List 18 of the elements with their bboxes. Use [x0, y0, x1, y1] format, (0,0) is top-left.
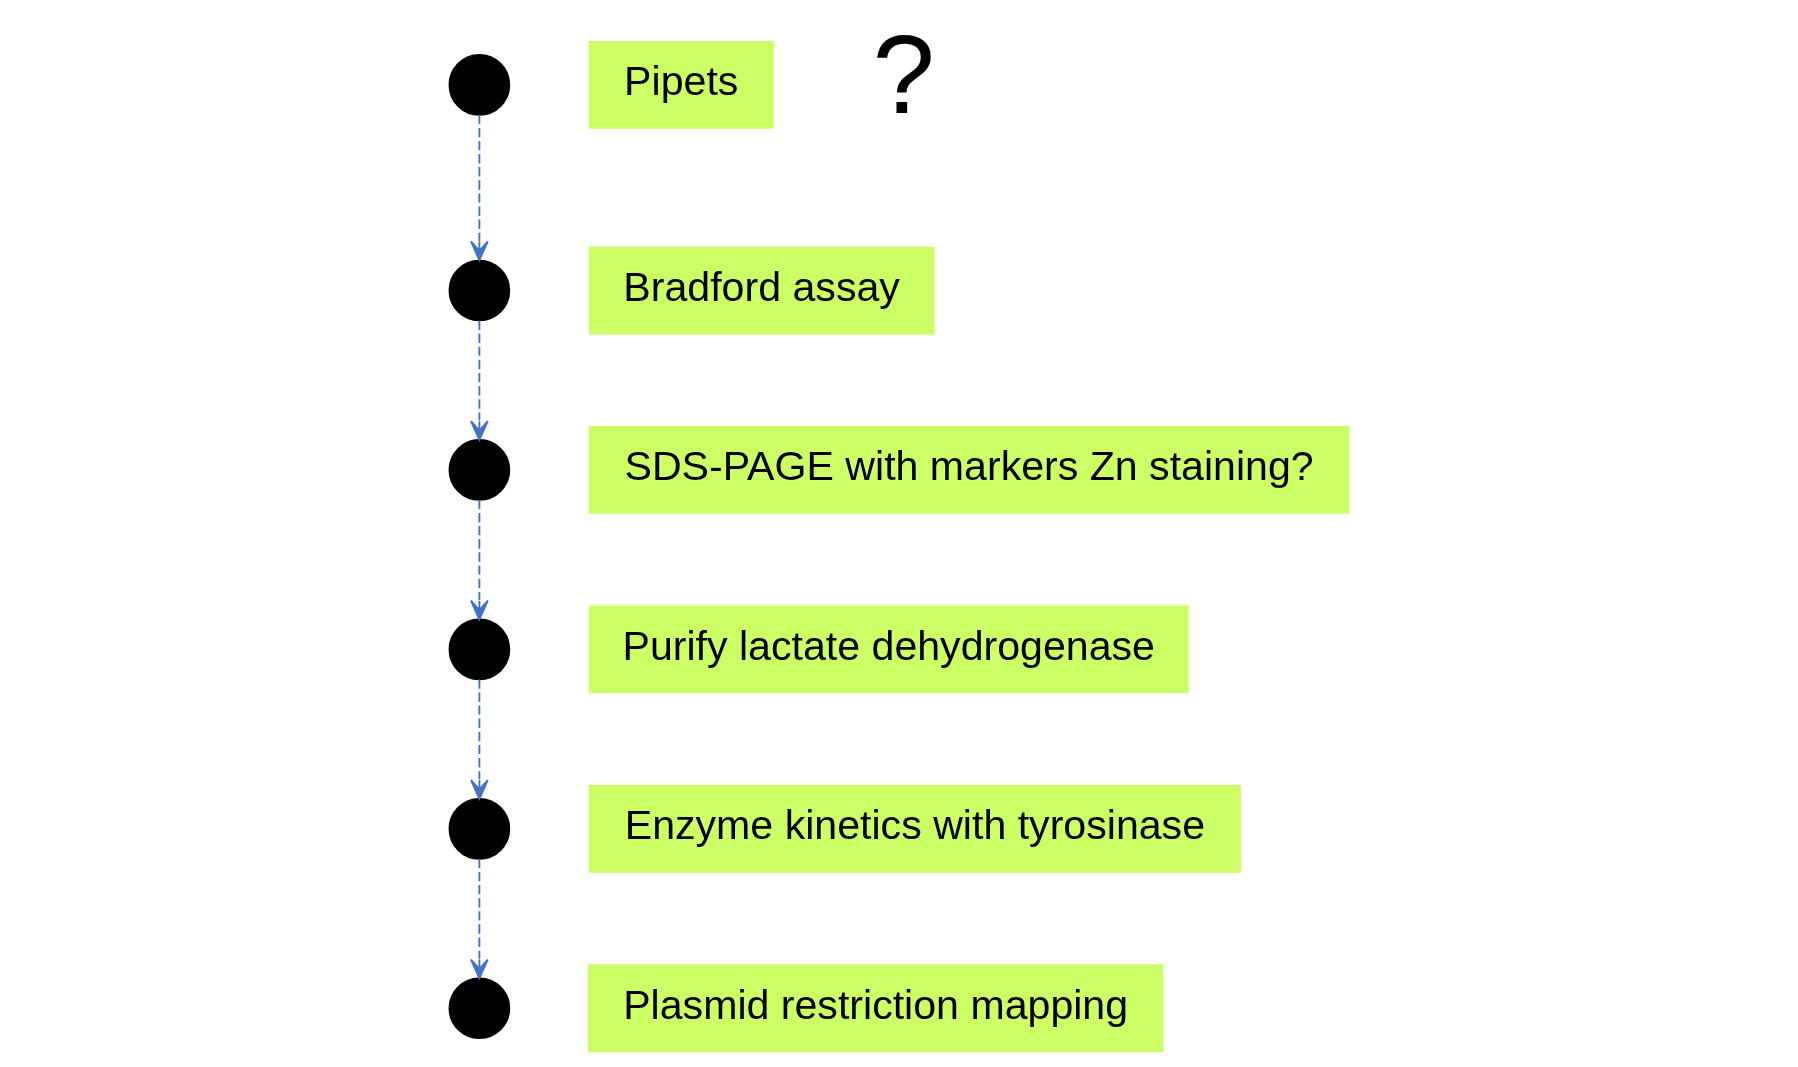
node-box: Bradford assay — [588, 246, 935, 335]
node-box: SDS-PAGE with markers Zn staining? — [588, 426, 1350, 514]
arrow — [470, 857, 489, 980]
node-circle — [448, 618, 511, 681]
node-box: Plasmid restriction mapping — [587, 964, 1164, 1053]
node-box: Pipets — [588, 41, 774, 129]
node-box: Purify lactate dehydrogenase — [588, 605, 1189, 694]
arrow — [470, 319, 489, 441]
label: ? — [872, 10, 935, 137]
node-circle — [448, 798, 511, 860]
node-box: Enzyme kinetics with tyrosinase — [588, 784, 1242, 873]
node-circle — [448, 977, 511, 1040]
arrow — [470, 499, 489, 621]
arrow — [470, 678, 489, 800]
node-circle — [448, 439, 511, 501]
node-circle — [448, 259, 511, 322]
node-circle — [448, 54, 511, 116]
arrow — [470, 113, 489, 262]
